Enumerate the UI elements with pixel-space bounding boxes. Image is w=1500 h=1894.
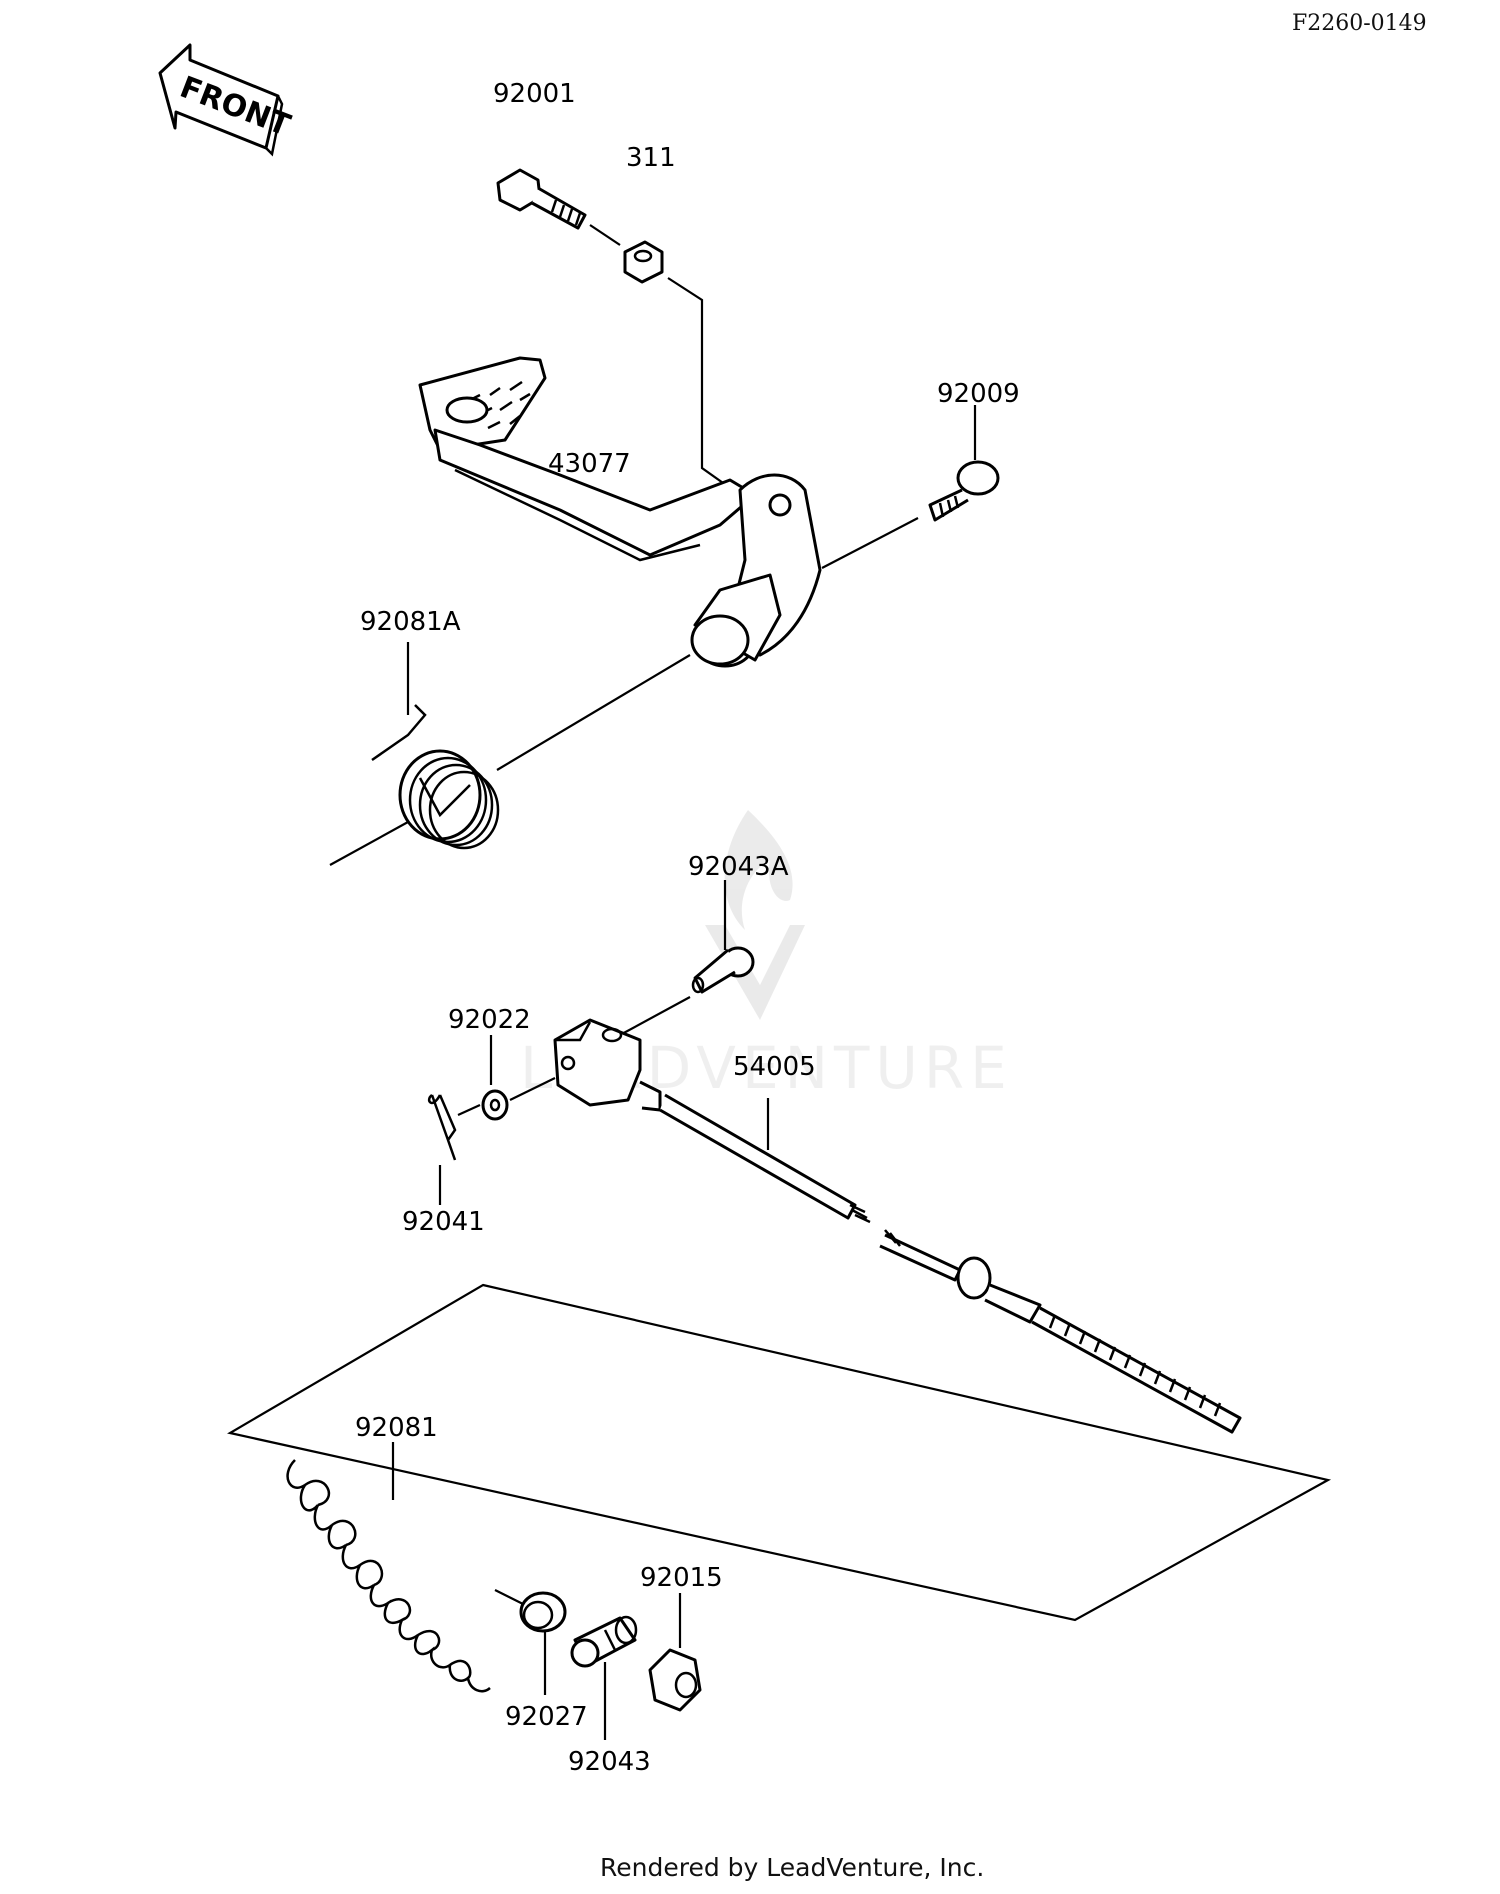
footer-credit: Rendered by LeadVenture, Inc.	[600, 1853, 984, 1882]
bolt-92001[interactable]	[496, 168, 587, 230]
adjusting-nut-92015[interactable]	[648, 1648, 702, 1712]
leader-line	[509, 1077, 556, 1101]
part-label-92022: 92022	[448, 1005, 531, 1035]
diagram-reference-code: F2260-0149	[1292, 11, 1427, 36]
cotter-pin-92041[interactable]	[427, 1093, 457, 1161]
washer-92022[interactable]	[481, 1089, 509, 1121]
leader-line	[496, 654, 691, 771]
part-label-92043: 92043	[568, 1747, 651, 1777]
part-label-54005: 54005	[733, 1052, 816, 1082]
part-label-43077: 43077	[548, 449, 631, 479]
coil-spring-92081[interactable]	[286, 1459, 491, 1693]
leader-line	[494, 1589, 526, 1606]
leader-line	[619, 996, 691, 1036]
brake-cable-54005[interactable]	[553, 1018, 1242, 1434]
part-label-92043A: 92043A	[688, 852, 789, 882]
assembly-outline	[227, 1283, 1332, 1622]
leader-line	[329, 821, 409, 866]
front-arrow-icon: FRONT	[158, 43, 295, 157]
leader-line	[821, 517, 919, 569]
clevis-pin-92043A[interactable]	[691, 946, 755, 994]
brake-pedal-43077[interactable]	[418, 356, 822, 668]
part-label-92027: 92027	[505, 1702, 588, 1732]
leadventure-watermark	[705, 810, 805, 1020]
part-label-92015: 92015	[640, 1563, 723, 1593]
part-label-92081A: 92081A	[360, 607, 461, 637]
part-label-311: 311	[626, 143, 676, 173]
part-label-92081: 92081	[355, 1413, 438, 1443]
part-label-92009: 92009	[937, 379, 1020, 409]
collar-92027[interactable]	[519, 1591, 567, 1633]
leader-line	[589, 224, 621, 246]
leader-line	[457, 1103, 481, 1117]
part-label-92041: 92041	[402, 1207, 485, 1237]
part-label-92001: 92001	[493, 79, 576, 109]
nut-311[interactable]	[623, 240, 664, 284]
leader-line	[667, 277, 741, 496]
pin-92043[interactable]	[570, 1615, 638, 1668]
torsion-spring-92081A[interactable]	[371, 704, 500, 850]
screw-92009[interactable]	[928, 460, 1000, 522]
